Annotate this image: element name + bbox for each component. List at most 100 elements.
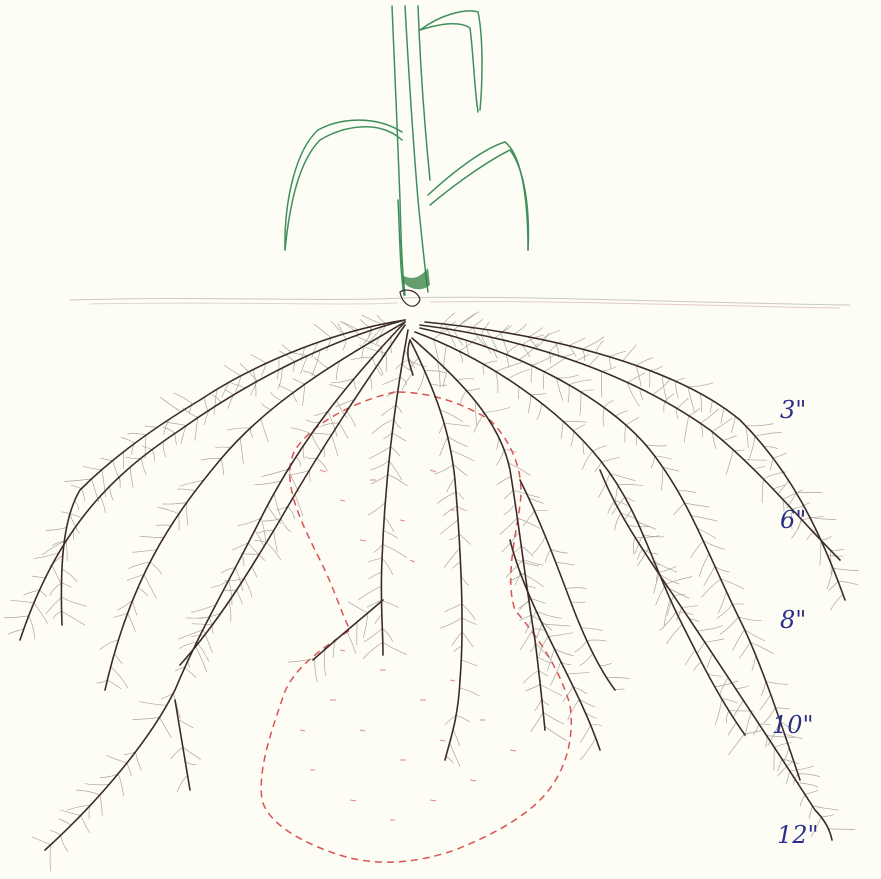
root-hair [126, 457, 141, 459]
root-hair [697, 626, 723, 631]
root-hair [382, 558, 393, 574]
root-hair [718, 592, 727, 614]
root-hair [383, 642, 407, 654]
root-hair [674, 503, 685, 515]
root-hair [445, 604, 462, 612]
root-hair [386, 353, 387, 372]
root [180, 325, 405, 665]
root-hair [113, 461, 121, 482]
root-hair [515, 572, 520, 585]
root-hair [31, 576, 45, 578]
root-hair [453, 562, 461, 569]
root-hair [444, 423, 470, 426]
root-hair [374, 544, 383, 552]
root-hair [733, 630, 745, 651]
root-hair [581, 628, 603, 631]
root-hair [705, 639, 724, 642]
root-hair [46, 528, 67, 531]
root-hair [446, 756, 454, 763]
root-hair [569, 338, 585, 346]
root-hair [604, 401, 613, 408]
root-hair [786, 771, 790, 785]
root-hair [531, 394, 546, 395]
root-hair [29, 616, 35, 639]
root-hair [531, 712, 544, 731]
root-hair [311, 434, 322, 453]
root-hair [34, 553, 59, 559]
root-hair [205, 397, 208, 411]
root-hair [396, 405, 402, 413]
root-hair [281, 519, 291, 532]
root-hair [457, 506, 467, 511]
root-hair [755, 432, 782, 436]
root-hair [250, 428, 253, 438]
root-hair [691, 541, 704, 558]
root-hair [303, 446, 304, 460]
root-hair [177, 775, 188, 792]
root-hair [556, 563, 575, 566]
root-hair [746, 424, 774, 426]
root-hair [100, 795, 102, 816]
root-hair [142, 446, 152, 449]
root-hair [282, 345, 292, 353]
depth-label-12in: 12" [777, 821, 819, 849]
root-hair [523, 560, 543, 566]
root-hair [535, 698, 542, 710]
root-hair [66, 541, 67, 561]
root-hair [506, 355, 509, 368]
root-hair [544, 358, 565, 372]
root-hair [114, 653, 122, 664]
root-hair [196, 647, 207, 672]
root-hair [314, 324, 331, 338]
root-hair [257, 530, 273, 533]
root-hair [536, 611, 562, 618]
root-hair [62, 569, 77, 582]
root-hair [434, 339, 439, 359]
root-hair [777, 481, 789, 496]
root-hair [739, 617, 762, 621]
root-hair [145, 426, 158, 427]
root-hair [163, 442, 166, 458]
root-hair [452, 632, 462, 646]
root-hair [221, 458, 224, 475]
root-hair [368, 558, 382, 562]
root-hair [224, 578, 244, 581]
root-hair [201, 458, 222, 460]
root-hair [462, 632, 473, 647]
root-hair [437, 492, 456, 504]
root-hair [790, 766, 814, 771]
root-hair [213, 395, 222, 403]
root-hair [140, 536, 164, 538]
root-hair [346, 631, 355, 654]
root-hair [520, 629, 533, 650]
root-hair [288, 470, 309, 475]
root-hair [762, 479, 763, 503]
root-hair [710, 400, 712, 412]
root-hair [254, 541, 266, 543]
root-hair [227, 428, 250, 430]
root-hair [110, 486, 114, 500]
root-hair [712, 418, 732, 432]
root-hair [828, 829, 855, 830]
depth-labels: 3" 6" 8" 10" 12" [772, 396, 819, 849]
root-hair [10, 600, 34, 603]
root-hair [351, 357, 372, 360]
root-hair [833, 568, 859, 571]
root-hair [467, 319, 483, 332]
root-hair [770, 458, 773, 471]
root-hair [602, 457, 620, 462]
root-hair [394, 419, 401, 428]
root-hair [580, 738, 596, 760]
root-hair [625, 425, 626, 442]
root-hair [62, 611, 86, 625]
root-hair [53, 611, 62, 619]
leaf-top [420, 11, 482, 112]
root-hair [315, 659, 318, 683]
root-hair [449, 534, 459, 540]
root-hair [704, 566, 715, 586]
root-hair [50, 583, 62, 595]
root-hair [437, 361, 440, 388]
root-hair [749, 436, 756, 461]
root-hair [363, 642, 383, 659]
root-hair [504, 504, 516, 515]
